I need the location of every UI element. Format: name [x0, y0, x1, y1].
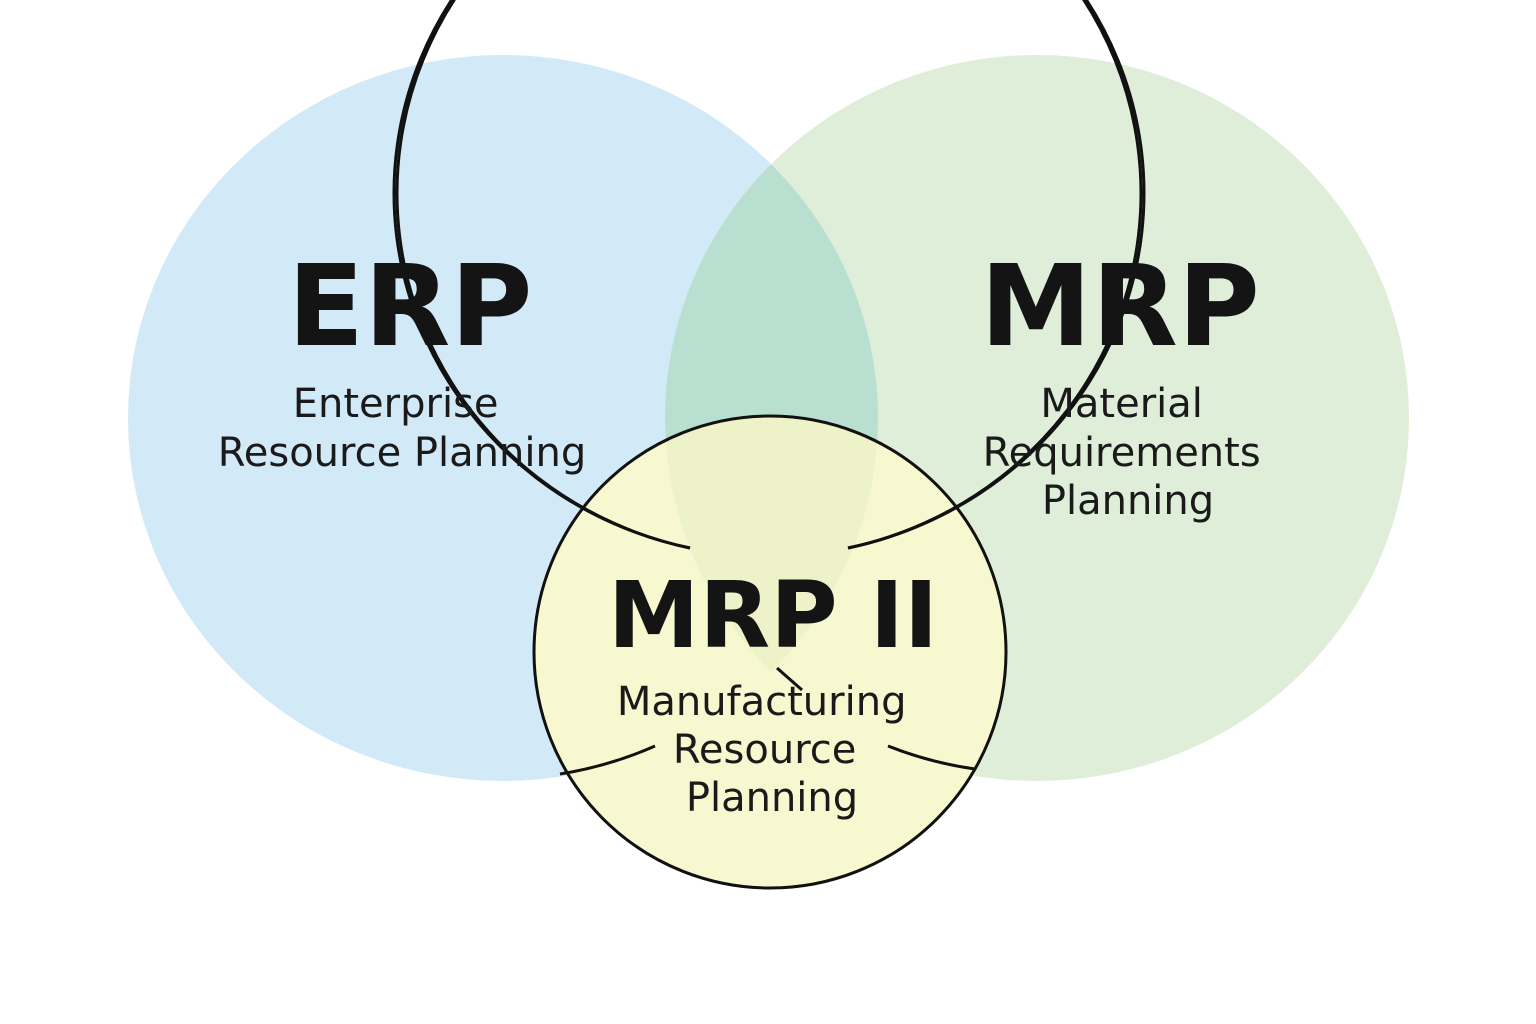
inner-stroke — [776, 666, 803, 692]
mrp-title: MRP — [980, 242, 1260, 372]
center-overlap — [665, 416, 878, 781]
mrp2-subtitle: Manufacturing Resource Planning — [617, 679, 919, 821]
erp-subtitle: Enterprise Resource Planning — [218, 381, 586, 476]
mrp2-title: MRP II — [608, 562, 938, 669]
erp-title: ERP — [288, 242, 533, 372]
mrp-subtitle: Material Requirements Planning — [983, 381, 1274, 524]
mrp-outline — [395, 0, 1143, 771]
mrp2-outline — [532, 414, 1008, 890]
